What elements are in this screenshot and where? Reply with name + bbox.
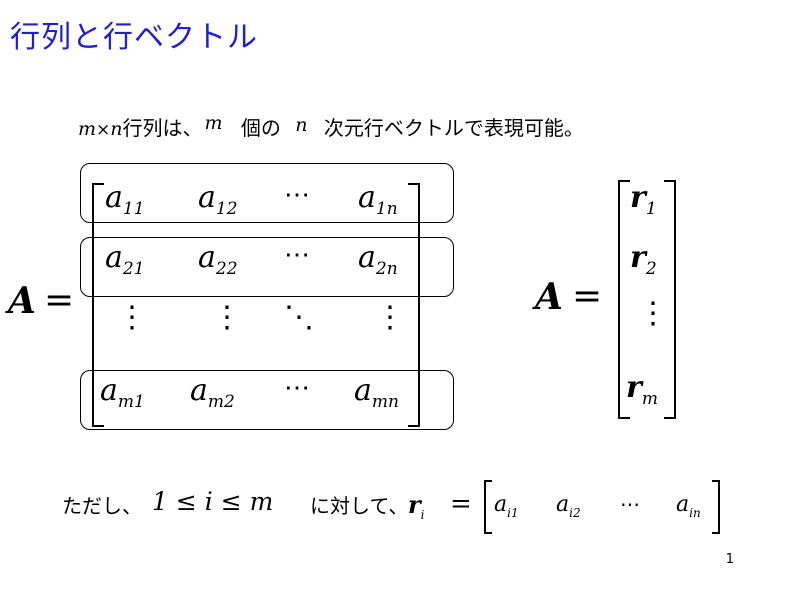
matrix-cell: a2n (358, 240, 398, 279)
slide-title: 行列と行ベクトル (10, 20, 258, 55)
rowvec-left-bracket (618, 180, 630, 419)
row-box-1 (80, 163, 454, 223)
matrix-cdots: ⋯ (284, 180, 310, 210)
matrix-right-bracket (408, 183, 420, 427)
intro-text3: 次元行ベクトルで表現可能。 (323, 116, 584, 140)
rowvec-eq: = (572, 276, 603, 317)
matrix-cell: a22 (198, 240, 238, 279)
intro-m: m (78, 118, 97, 140)
bottom-left-bracket (484, 480, 492, 534)
bottom-text1: ただし、 (62, 494, 142, 518)
bottom-entry: ai2 (556, 492, 581, 520)
intro-text2: 個の (240, 116, 281, 140)
matrix-vdots: ⋮ (212, 300, 242, 335)
rowvec-lhs: A (535, 276, 563, 318)
bottom-cdots: ⋯ (620, 492, 640, 516)
matrix-cell: am1 (100, 373, 145, 412)
matrix-lhs: A (8, 280, 36, 322)
rowvec-entry: r2 (630, 240, 657, 279)
page-number: 1 (725, 552, 734, 567)
bottom-entry: ain (676, 492, 701, 520)
rowvec-entry: rm (626, 370, 658, 409)
intro-n2: n (295, 114, 308, 136)
matrix-cdots: ⋯ (284, 240, 310, 270)
matrix-vdots: ⋮ (375, 300, 405, 335)
matrix-left-bracket (92, 183, 104, 427)
matrix-vdots: ⋮ (117, 300, 147, 335)
intro-n: n (110, 118, 123, 140)
bottom-r: ri (408, 490, 425, 522)
bottom-text2: に対して、 (310, 494, 409, 518)
row-box-2 (80, 237, 454, 297)
bottom-entry: ai1 (494, 492, 519, 520)
rowvec-entry: r1 (630, 180, 657, 219)
matrix-cell: a12 (198, 180, 238, 219)
matrix-cell: a21 (105, 240, 145, 279)
matrix-eq: = (44, 280, 75, 321)
intro-m2: m (204, 112, 223, 134)
intro-text1: 行列は、 (122, 116, 203, 140)
bottom-condition: 1 ≤ i ≤ m (152, 487, 274, 516)
matrix-cdots: ⋯ (284, 373, 310, 403)
bottom-right-bracket (712, 480, 720, 534)
matrix-ddots: ⋱ (284, 300, 314, 335)
matrix-cell: amn (354, 373, 399, 412)
matrix-cell: a1n (358, 180, 398, 219)
row-box-m (80, 370, 454, 430)
rowvec-right-bracket (664, 180, 676, 419)
bottom-eq: = (450, 489, 472, 519)
intro-times: × (96, 120, 111, 140)
matrix-cell: a11 (105, 180, 145, 219)
intro-sentence: m×n行列は、m 個の n 次元行ベクトルで表現可能。 (78, 112, 584, 141)
rowvec-vdots: ⋮ (638, 296, 668, 331)
matrix-cell: am2 (190, 373, 235, 412)
